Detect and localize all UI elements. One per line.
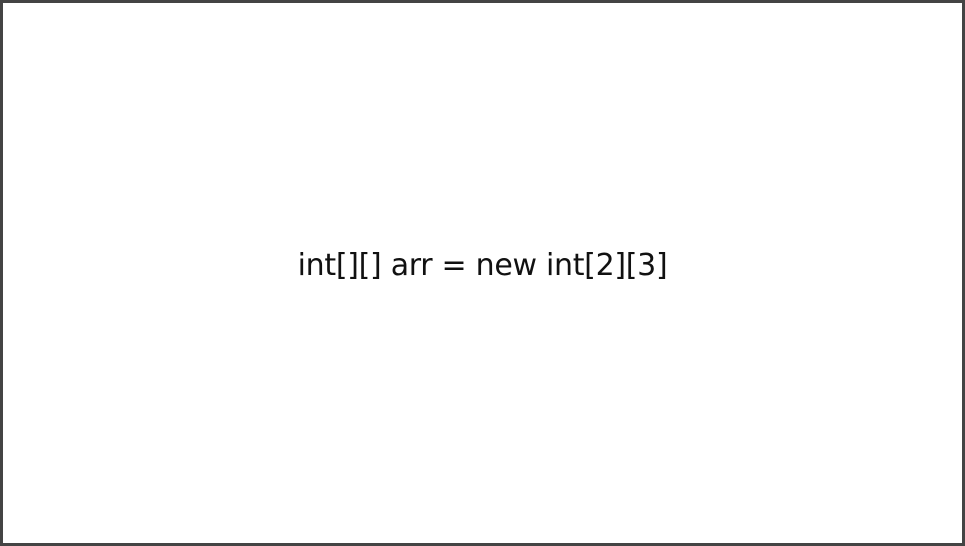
code-statement: int[][] arr = new int[2][3] [297, 248, 668, 283]
